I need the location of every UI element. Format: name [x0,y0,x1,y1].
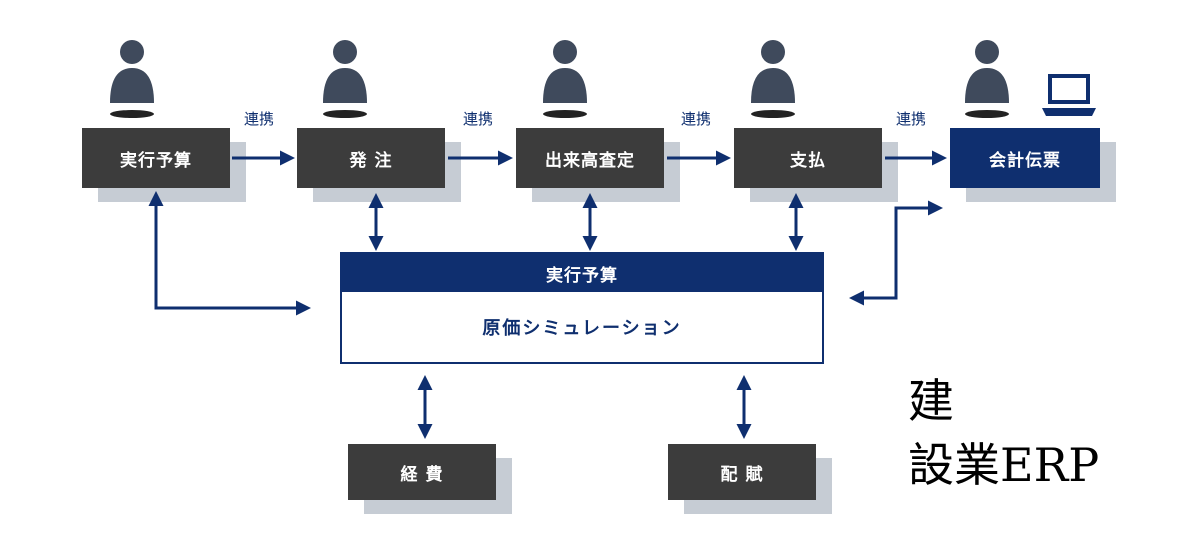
core-body: 原価シミュレーション [482,318,682,339]
person-icon-1 [110,40,154,118]
person-icon-5 [965,40,1009,118]
core-header: 実行予算 [342,254,822,292]
brand-line-1: 建 [908,374,954,428]
step-accounting-slip: 会計伝票 [950,128,1100,188]
step-ordering: 発 注 [297,128,445,188]
box-allocation: 配 賦 [668,444,816,500]
link-label-3: 連携 [681,110,712,128]
link-label-1: 連携 [244,110,275,128]
link-label-4: 連携 [896,110,927,128]
person-icon-3 [543,40,587,118]
step-progress-assessment: 出来高査定 [516,128,664,188]
person-icon-2 [323,40,367,118]
step-payment: 支払 [734,128,882,188]
link-label-2: 連携 [463,110,494,128]
person-icon-4 [751,40,795,118]
step-execution-budget: 実行予算 [82,128,230,188]
brand-line-2: 設業ERP [908,438,1100,492]
box-expenses: 経 費 [348,444,496,500]
cost-simulation-panel: 実行予算 原価シミュレーション [340,252,824,364]
laptop-icon [1042,74,1096,116]
